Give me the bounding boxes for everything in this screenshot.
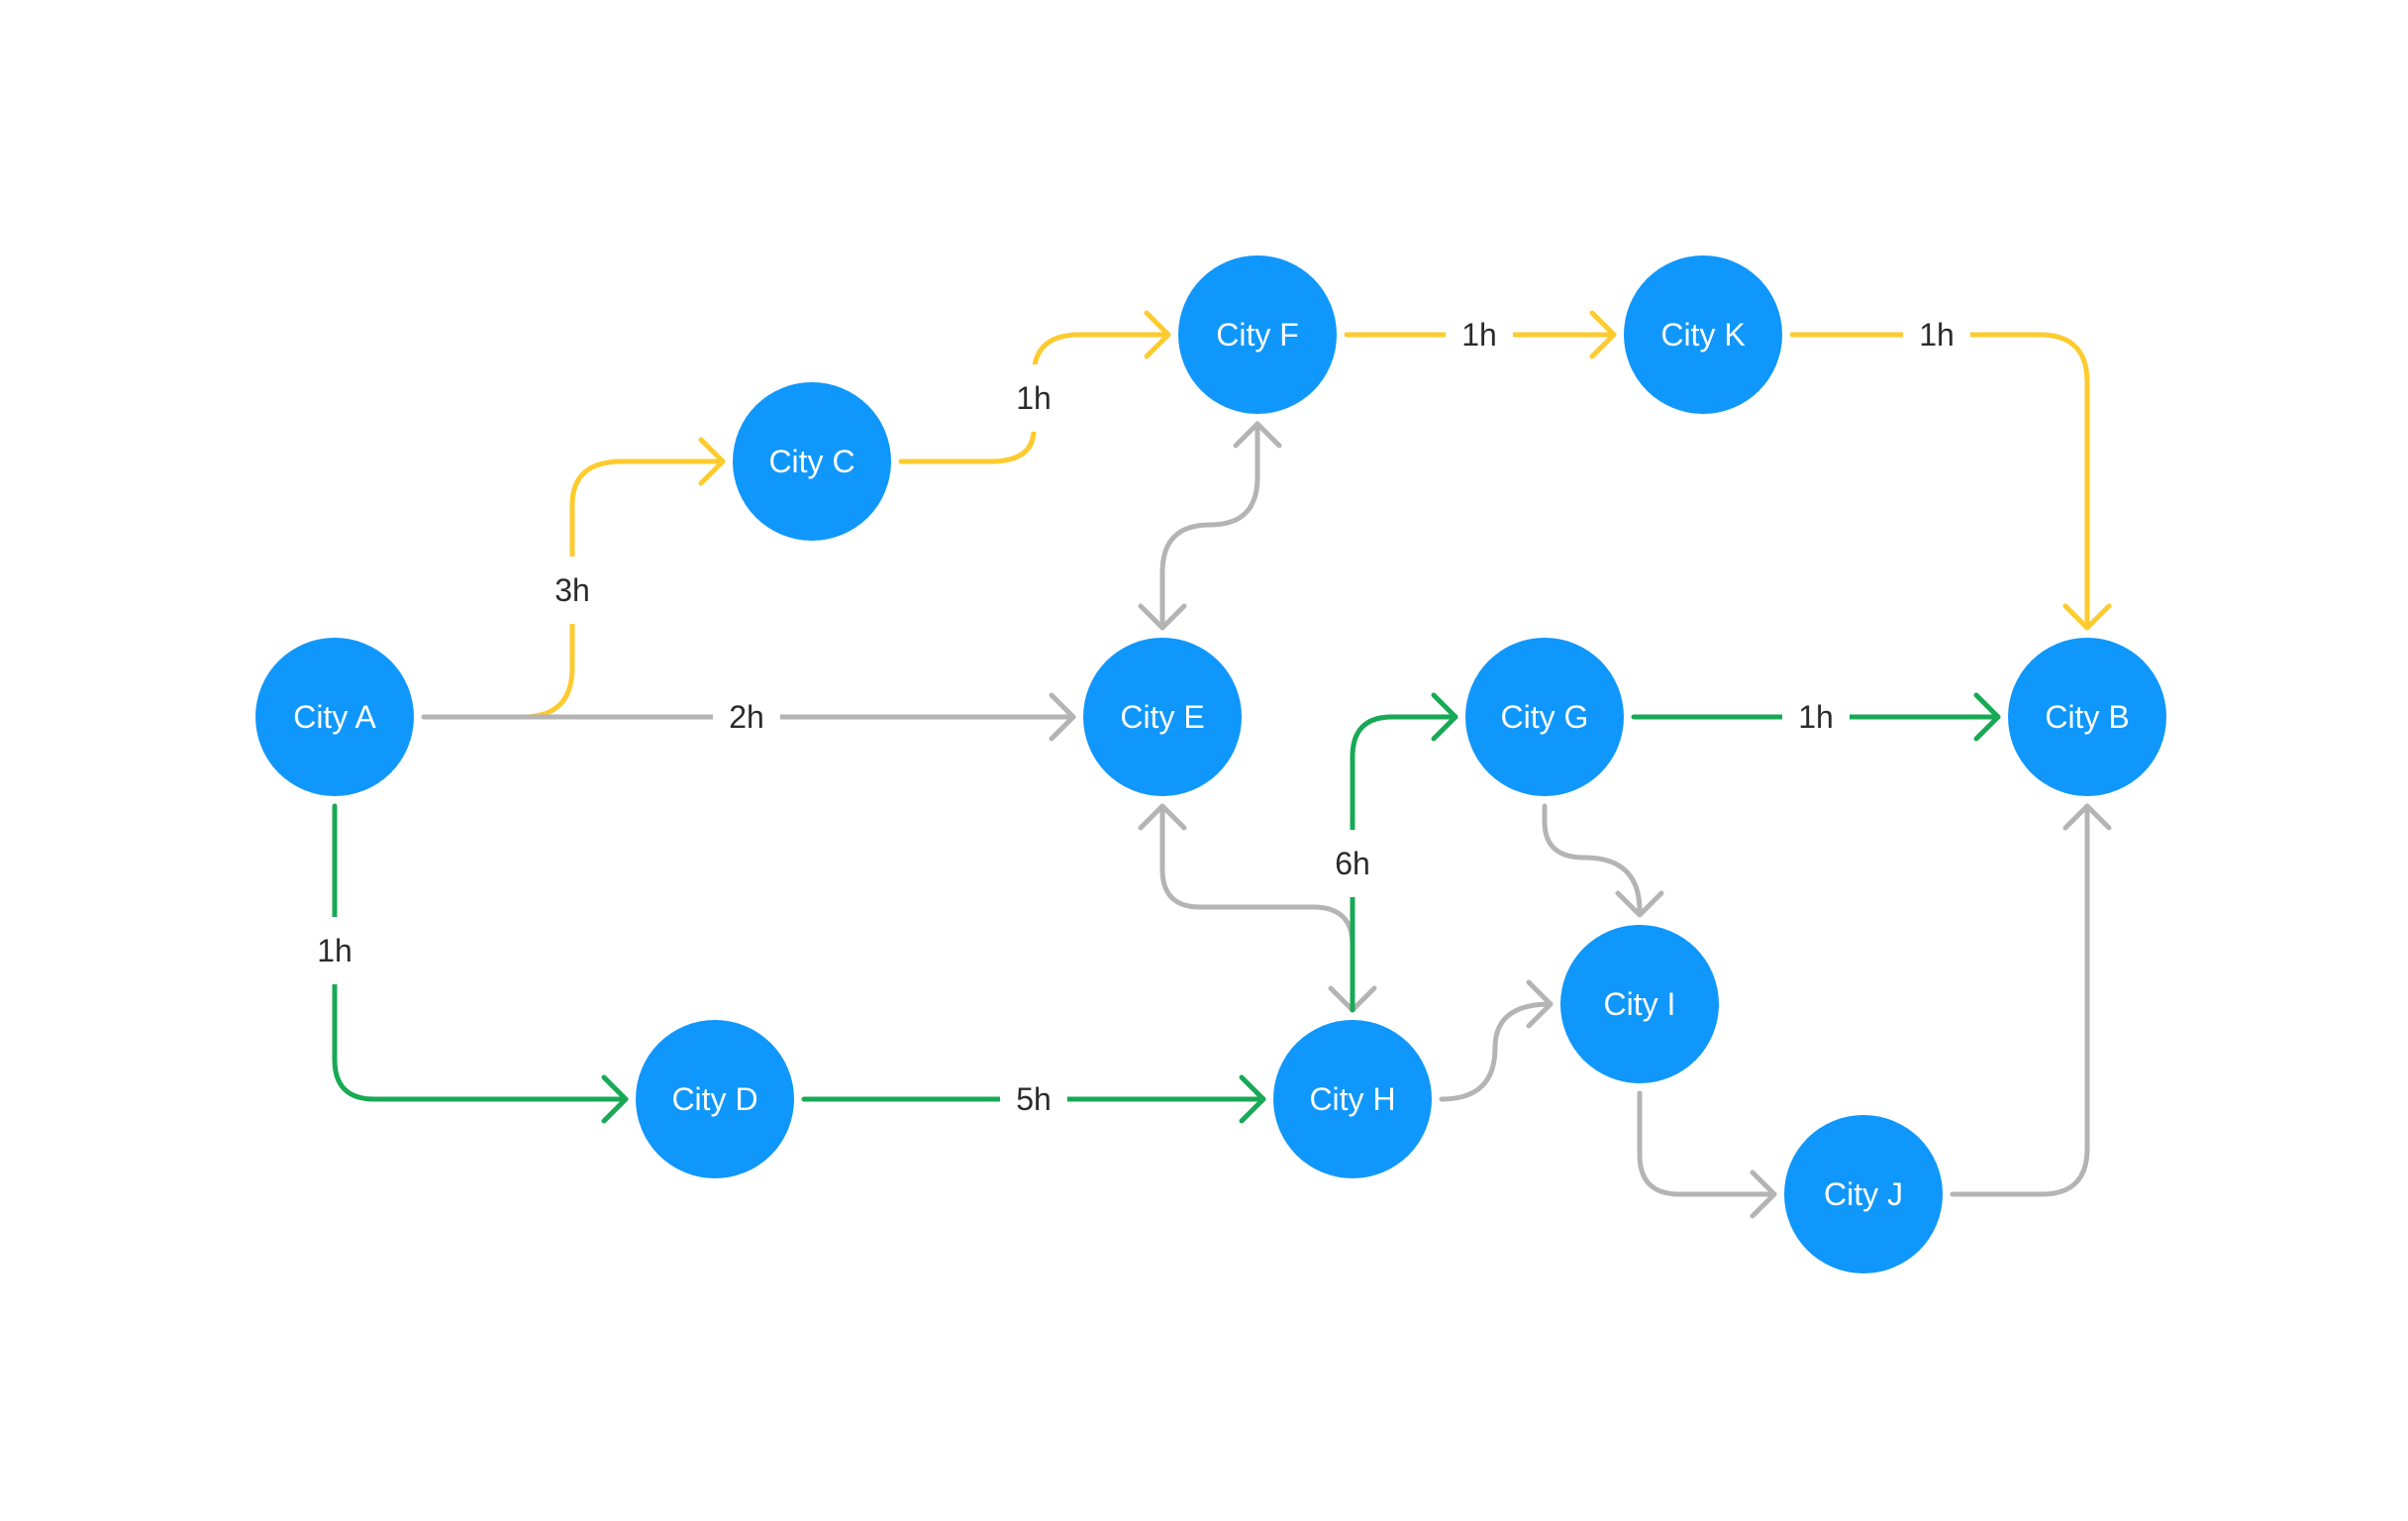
arrow-head-icon (2062, 803, 2112, 831)
edge-line (1789, 332, 2090, 631)
edge-label-gap (1345, 830, 1360, 897)
edge-line (1159, 421, 1260, 631)
edge-line (1350, 714, 1458, 1013)
arrow-head-icon (1138, 603, 1187, 631)
edge-label-c-f: 1h (1016, 380, 1052, 416)
node-circle (1273, 1020, 1432, 1178)
node-label: City B (2045, 699, 2129, 735)
edge-label-gap (1446, 327, 1513, 343)
arrow-head-icon (1589, 310, 1617, 359)
edge-label-a-c: 3h (554, 572, 590, 608)
edge-line (1950, 803, 2090, 1197)
node-circle (1560, 925, 1719, 1083)
node-label: City D (671, 1081, 757, 1117)
node-label: City A (293, 699, 376, 735)
node-city-h[interactable]: City H (1273, 1020, 1432, 1178)
arrow-head-icon (2062, 603, 2112, 631)
arrow-head-icon (1233, 421, 1282, 449)
arrow-head-icon (1973, 692, 2001, 742)
edges-layer (332, 310, 2112, 1219)
node-circle (1624, 255, 1782, 414)
edge-g-i[interactable] (1542, 803, 1664, 918)
node-circle (2008, 638, 2166, 796)
node-city-j[interactable]: City J (1784, 1115, 1943, 1273)
arrow-head-icon (1049, 692, 1076, 742)
edge-label-gap (713, 709, 780, 725)
arrow-head-icon (698, 437, 726, 486)
edge-labels-layer: 3h 1h 1h 1h 2h 1h 5h 6h 1h (317, 317, 1970, 1117)
edge-label-gap (327, 917, 343, 984)
node-circle (1465, 638, 1624, 796)
edge-label-gap (564, 557, 580, 624)
node-circle (733, 382, 891, 541)
node-label: City C (768, 444, 854, 479)
edge-e-f[interactable] (1138, 421, 1282, 631)
edge-label-h-g: 6h (1335, 846, 1370, 881)
arrow-head-icon (1144, 310, 1171, 359)
node-city-k[interactable]: City K (1624, 255, 1782, 414)
edge-k-b[interactable] (1789, 332, 2112, 631)
node-circle (636, 1020, 794, 1178)
arrow-head-icon (1750, 1169, 1777, 1219)
node-city-e[interactable]: City E (1083, 638, 1242, 796)
node-label: City J (1824, 1176, 1903, 1212)
edge-line (1637, 1090, 1777, 1197)
node-circle (1083, 638, 1242, 796)
node-city-d[interactable]: City D (636, 1020, 794, 1178)
edge-label-d-h: 5h (1016, 1081, 1052, 1117)
nodes-layer: City A City B City C City D City E City F City… (255, 255, 2166, 1273)
node-city-c[interactable]: City C (733, 382, 891, 541)
arrow-head-icon (601, 1074, 629, 1124)
edge-h-g[interactable] (1350, 692, 1458, 1013)
edge-h-i[interactable] (1439, 979, 1554, 1102)
arrow-head-icon (1239, 1074, 1266, 1124)
node-label: City K (1660, 317, 1745, 353)
edge-line (1159, 803, 1355, 1013)
node-label: City H (1309, 1081, 1395, 1117)
node-circle (255, 638, 414, 796)
edge-j-b[interactable] (1950, 803, 2112, 1197)
edge-label-gap (1903, 327, 1970, 343)
node-label: City E (1120, 699, 1204, 735)
node-city-i[interactable]: City I (1560, 925, 1719, 1083)
edge-label-k-b: 1h (1919, 317, 1955, 353)
edge-i-j[interactable] (1637, 1090, 1777, 1219)
edge-a-d[interactable] (332, 803, 629, 1124)
edge-label-g-b: 1h (1798, 699, 1834, 735)
node-label: City F (1216, 317, 1299, 353)
arrow-head-icon (1615, 890, 1664, 918)
node-city-a[interactable]: City A (255, 638, 414, 796)
edge-line (1439, 1001, 1554, 1102)
node-circle (1178, 255, 1337, 414)
edge-line (520, 458, 726, 720)
edge-a-c[interactable] (520, 437, 726, 720)
edge-label-gap (1026, 364, 1042, 432)
arrow-head-icon (1431, 692, 1458, 742)
edge-label-gap (1000, 1091, 1067, 1107)
edge-line (1542, 803, 1643, 914)
arrow-head-icon (1526, 979, 1554, 1029)
edge-label-a-e: 2h (729, 699, 764, 735)
edge-label-a-d: 1h (317, 933, 352, 968)
node-label: City G (1501, 699, 1589, 735)
node-city-f[interactable]: City F (1178, 255, 1337, 414)
edge-label-f-k: 1h (1461, 317, 1497, 353)
edge-e-h[interactable] (1138, 803, 1377, 1013)
node-label: City I (1604, 986, 1676, 1022)
arrow-head-icon (1138, 803, 1187, 831)
edge-line (332, 803, 629, 1102)
node-city-b[interactable]: City B (2008, 638, 2166, 796)
edge-label-gap (1782, 709, 1850, 725)
node-city-g[interactable]: City G (1465, 638, 1624, 796)
node-circle (1784, 1115, 1943, 1273)
